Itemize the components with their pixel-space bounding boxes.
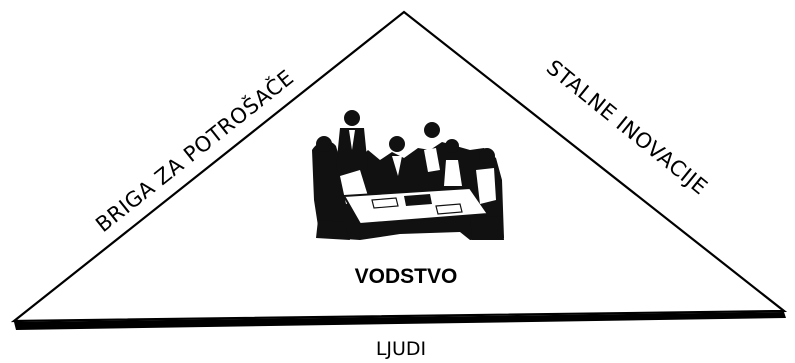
base-label: LJUDI — [376, 338, 426, 360]
center-label: VODSTVO — [355, 265, 458, 288]
meeting-people-illustration — [312, 110, 504, 240]
triangle-base-shadow — [14, 312, 786, 330]
